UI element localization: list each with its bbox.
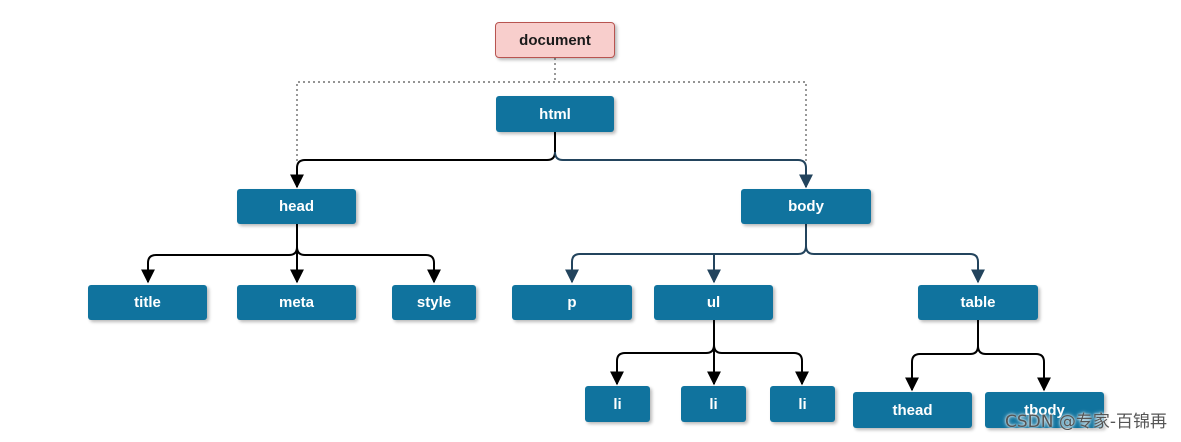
edge-table-tbody xyxy=(977,345,1051,392)
node-document: document xyxy=(495,22,615,58)
node-li: li xyxy=(770,386,835,422)
node-p: p xyxy=(512,285,632,320)
edge-html-body xyxy=(554,151,813,189)
edge-table-children xyxy=(905,320,979,392)
node-thead: thead xyxy=(853,392,972,428)
node-style: style xyxy=(392,285,476,320)
node-body: body xyxy=(741,189,871,224)
edge-ul-children xyxy=(610,320,715,386)
edge-head-children xyxy=(141,224,298,284)
node-head: head xyxy=(237,189,356,224)
watermark-text: CSDN @专家-百锦再 xyxy=(1004,412,1167,432)
node-title: title xyxy=(88,285,207,320)
edge-body-table xyxy=(805,245,985,284)
node-meta: meta xyxy=(237,285,356,320)
node-li: li xyxy=(681,386,746,422)
edge-body-children xyxy=(565,224,807,284)
node-tbody: tbody xyxy=(985,392,1104,428)
node-html: html xyxy=(496,96,614,132)
node-table: table xyxy=(918,285,1038,320)
node-li: li xyxy=(585,386,650,422)
node-ul: ul xyxy=(654,285,773,320)
edge-ul-li3 xyxy=(713,344,809,386)
edge-head-style xyxy=(296,246,441,284)
edge-html-head xyxy=(290,132,556,189)
